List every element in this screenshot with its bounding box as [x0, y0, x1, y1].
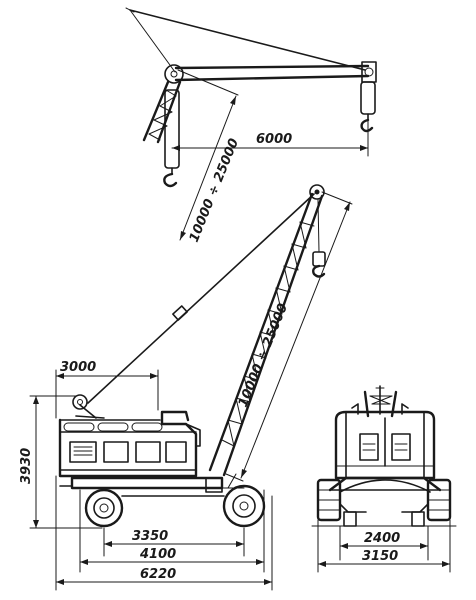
front-boom-stub: [351, 385, 409, 418]
overall-width-label: 3150: [362, 549, 398, 564]
jib-reach-label: 6000: [256, 132, 292, 147]
front-body: [334, 410, 436, 480]
front-outriggers: [311, 503, 457, 527]
main-hook: [311, 199, 326, 278]
crane-cab: [58, 410, 201, 478]
outrigger-radius-label: 3000: [60, 360, 96, 375]
height-label: 3930: [19, 448, 34, 484]
dimension-main-boom: 10000 ÷ 25000: [225, 191, 353, 482]
front-wheel: [84, 488, 124, 528]
jib-configuration-view: 6000 10000 ÷ 25000: [125, 7, 377, 244]
front-view-left-wheels: [316, 478, 342, 522]
dimension-wheelbase: 3350: [103, 527, 245, 557]
dimension-height: 3930: [19, 395, 103, 529]
pivot-hook: [163, 89, 180, 188]
main-boom-range-label: 10000 ÷ 25000: [236, 302, 291, 410]
rear-wheel: [222, 484, 266, 528]
crane-front-view: 2400 3150: [311, 385, 457, 573]
track-width-label: 2400: [364, 531, 400, 546]
dimension-overall-width: 3150: [317, 519, 451, 573]
dimension-outrigger: 3000: [55, 360, 159, 419]
dimension-jib-reach: 6000: [171, 119, 369, 157]
pendant-fitting: [172, 305, 188, 321]
overall-length-label: 6220: [140, 567, 176, 582]
main-lattice-boom: [208, 192, 324, 477]
chassis-length-label: 4100: [139, 547, 176, 562]
boom-head-sheave: [309, 184, 325, 200]
a-frame-mast: [72, 394, 105, 419]
wheelbase-label: 3350: [132, 529, 168, 544]
front-axle: [328, 476, 442, 493]
dimension-track-width: 2400: [339, 525, 429, 561]
front-view-right-wheels: [426, 478, 452, 522]
upper-lattice-boom: [142, 80, 182, 144]
jib-pivot-sheave: [164, 64, 184, 84]
dimension-jib-boom: 10000 ÷ 25000: [177, 69, 242, 244]
crane-side-view: 10000 ÷ 25000: [19, 184, 353, 591]
jib-tip-hook: [360, 81, 376, 133]
dimension-chassis-length: 4100: [79, 489, 265, 573]
dimension-overall-length: 6220: [55, 475, 273, 591]
chassis-frame: [59, 476, 224, 493]
